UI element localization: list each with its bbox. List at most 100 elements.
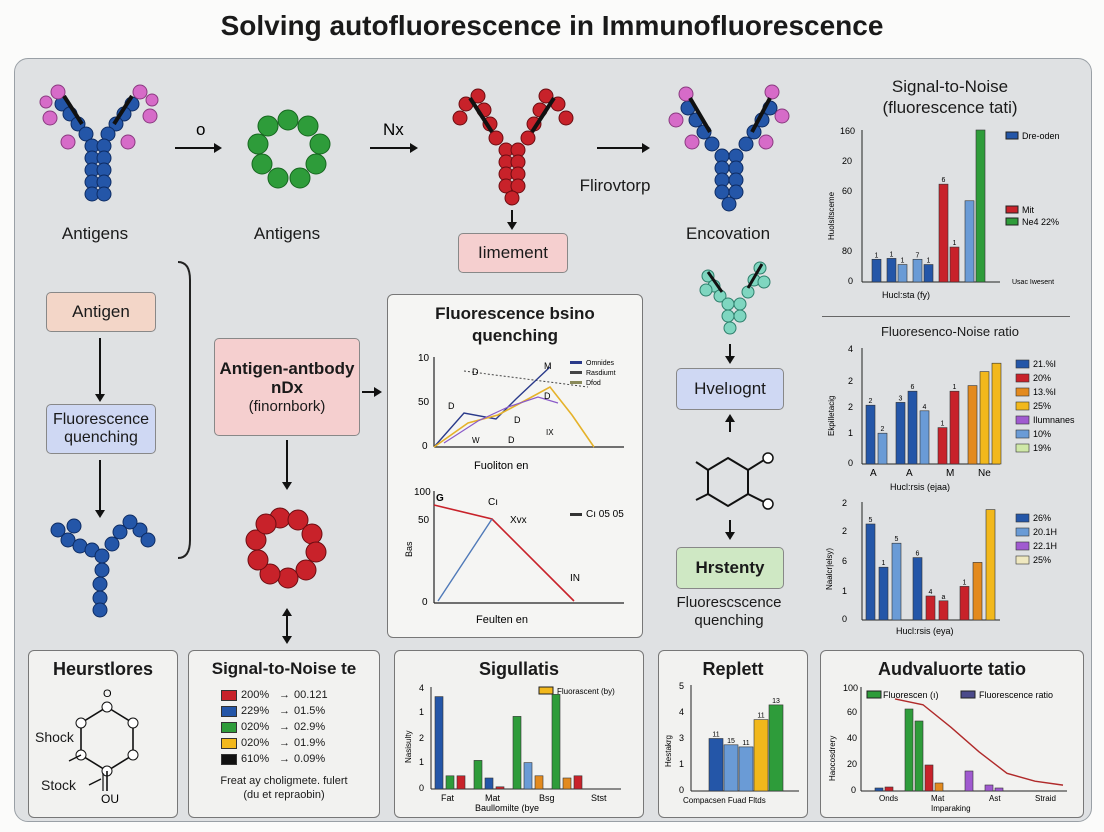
legend-swatch <box>1015 527 1030 537</box>
bar <box>895 402 906 465</box>
c2-ytick-0: 100 <box>414 487 431 498</box>
bar <box>919 410 930 465</box>
c3-ytick-0: 4 <box>419 683 424 693</box>
c2b-ytick-4: 0 <box>842 614 847 624</box>
bar-label: 1 <box>941 421 945 428</box>
bar <box>573 775 583 790</box>
c3-ytick-4: 0 <box>419 783 424 793</box>
c1-ytick-1: 50 <box>418 397 430 408</box>
bar <box>904 708 914 792</box>
c0-ytick-1: 20 <box>842 156 852 166</box>
snr-title-line1: Signal-to-Noise <box>891 77 1009 96</box>
c2-ytick-1: 50 <box>418 515 430 526</box>
c3-cat-3: Stst <box>591 793 607 803</box>
bar <box>991 362 1002 465</box>
legend-label: 10% <box>1033 429 1051 439</box>
bar-label: 6 <box>916 551 920 558</box>
c3-ytick-3: 1 <box>419 757 424 767</box>
c1-legend-0: Omnides <box>586 360 615 367</box>
legend-swatch <box>1015 415 1030 425</box>
c1b-ytick-1: 2 <box>848 376 853 386</box>
bar-label: 1 <box>882 560 886 567</box>
c4-ytick-1: 4 <box>679 707 684 717</box>
bar <box>484 777 494 790</box>
c0-xlabel: Hucl:sta (fy) <box>882 290 930 300</box>
bar <box>891 542 902 621</box>
bar-label: 1 <box>901 258 905 265</box>
bar <box>512 716 522 790</box>
c4-ytick-2: 3 <box>679 733 684 743</box>
legend-swatch <box>1015 401 1030 411</box>
c3-ytick-1: 1 <box>419 707 424 717</box>
legend-label: 21.%I <box>1033 359 1056 369</box>
bar <box>456 775 466 790</box>
bar-label: 6 <box>911 384 915 391</box>
bar <box>473 760 483 790</box>
bar <box>878 566 889 621</box>
complex-line-2: nDx <box>270 378 304 398</box>
quenching-caption: Fluorescscence quenching <box>676 594 782 629</box>
bar <box>907 390 918 465</box>
c3-legend-0: Fluorascent (by) <box>557 687 615 696</box>
bar <box>937 427 948 465</box>
bar <box>495 786 505 790</box>
bar <box>975 129 986 283</box>
bar <box>897 264 908 283</box>
legend-swatch <box>1015 513 1030 523</box>
c5-legend-0: Fluorescen (ı) <box>883 690 939 700</box>
audvaluorte-title: Audvaluorte tatio <box>877 659 1026 679</box>
c1b-xlabel: Hucl:rsis (ejaa) <box>890 482 950 492</box>
branched-molecule-icon <box>50 514 156 618</box>
legend-label: 22.1H <box>1033 541 1057 551</box>
snr-left: 610% <box>241 753 270 765</box>
hvelıognt-box: Hvelıognt <box>676 368 784 410</box>
hrstenty-box: Hrstenty <box>676 547 784 589</box>
c1-label-6: IX <box>546 428 554 437</box>
legend-swatch <box>1015 443 1030 453</box>
audvaluorte-box: Audvaluorte tatio 100 60 40 20 0 Haocosd… <box>820 650 1084 818</box>
bar <box>768 704 784 792</box>
c4-ytick-0: 5 <box>679 681 684 691</box>
bar-label: 1 <box>927 258 931 265</box>
center-line-charts: 10 50 0 Omnides Rasdiumt Dfod D D M D D … <box>404 353 624 626</box>
bar <box>912 258 923 283</box>
legend-swatch <box>1015 555 1030 565</box>
bar-label: 4 <box>929 589 933 596</box>
chemical-structure-icon <box>695 456 765 508</box>
c2-legend: Cı 05 05 <box>586 509 624 520</box>
legend-label: 25% <box>1033 401 1051 411</box>
c2b-ytick-3: 1 <box>842 586 847 596</box>
arrow-right-icon: → <box>279 753 290 765</box>
c1b-ytick-0: 4 <box>848 344 853 354</box>
snr-row: 020%→01.9% <box>221 737 325 749</box>
iimement-box: Iimement <box>458 233 568 273</box>
divider <box>822 316 1070 317</box>
snr-row: 020%→02.9% <box>221 721 325 733</box>
red-ring-molecule-icon <box>245 507 327 589</box>
bar <box>884 786 894 792</box>
bar-label: 2 <box>869 398 873 405</box>
c4-ytick-3: 1 <box>679 759 684 769</box>
c2-label-0: G <box>436 493 444 504</box>
snr-left: 200% <box>241 689 270 701</box>
c3-ytick-2: 2 <box>419 733 424 743</box>
snr-right: 01.9% <box>294 737 326 749</box>
snr-right: 02.9% <box>294 721 326 733</box>
bar <box>738 746 754 792</box>
legend-swatch <box>1015 541 1030 551</box>
snr-footer-1: Freat ay choligmete. fulert <box>220 775 348 787</box>
bar <box>865 523 876 621</box>
atom-o: O <box>103 688 112 700</box>
bar <box>886 258 897 283</box>
c3-cat-2: Bsg <box>539 793 555 803</box>
legend-label: 13.%I <box>1033 387 1056 397</box>
c0-ylabel: Huolsitsceme <box>827 191 836 240</box>
snr-right: 0.09% <box>294 753 326 765</box>
c0-legend-1: Mit <box>1022 205 1034 215</box>
c5-ytick-2: 40 <box>847 733 857 743</box>
snr-swatch <box>221 737 237 749</box>
